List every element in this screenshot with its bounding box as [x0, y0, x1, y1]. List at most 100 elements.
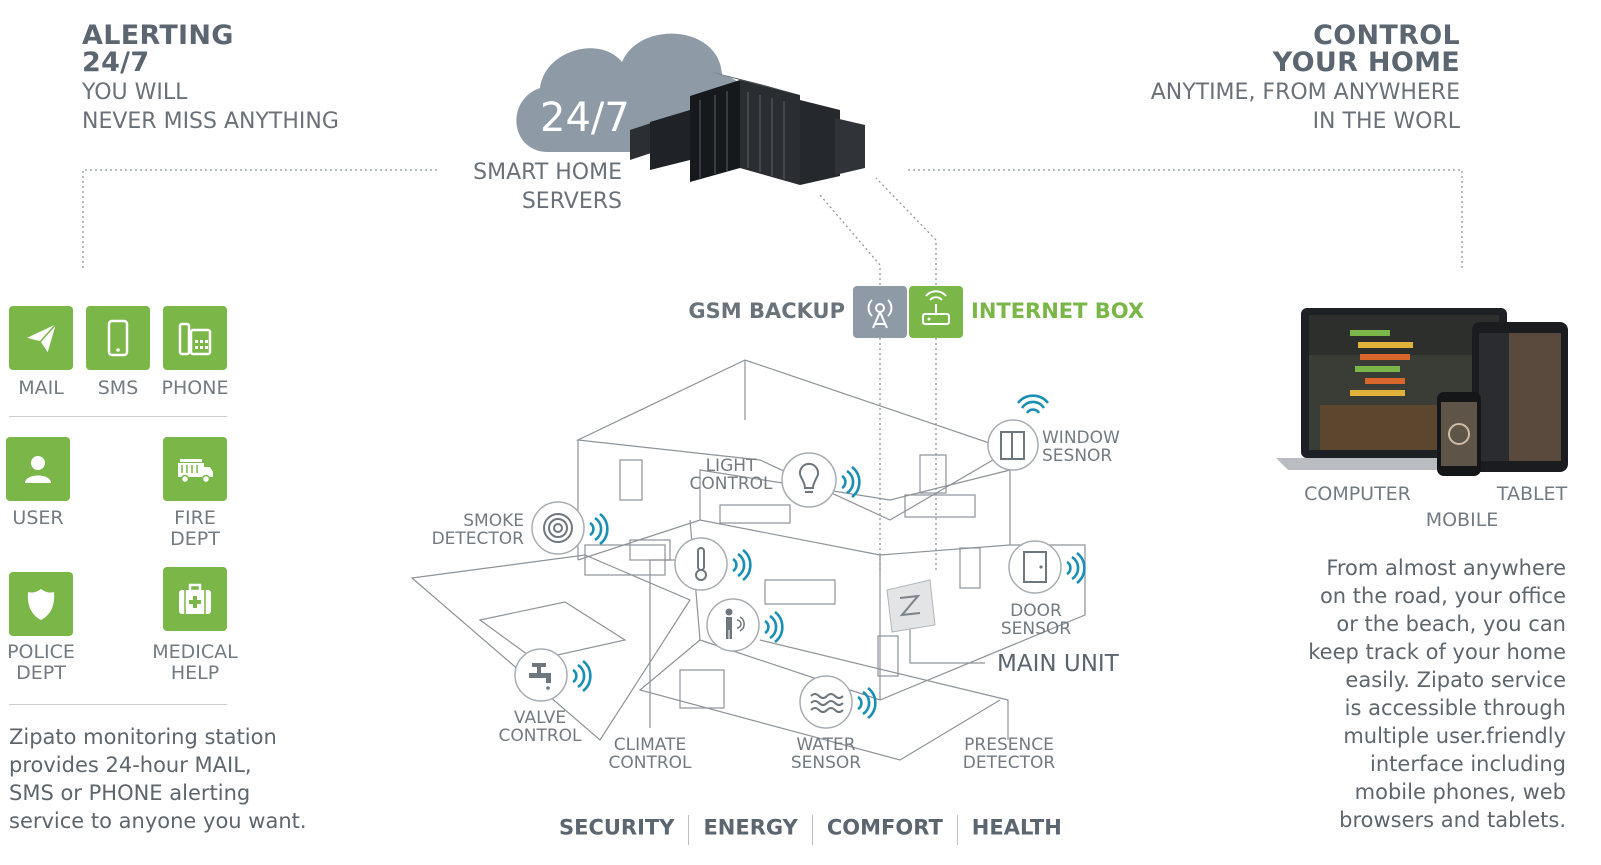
category-divider	[688, 815, 690, 845]
right-description-line10: browsers and tablets.	[1339, 808, 1566, 832]
left-heading: ALERTING 24/7	[82, 22, 234, 76]
smartphone-icon	[107, 319, 129, 357]
medical-kit-icon	[179, 583, 211, 614]
smart-home-servers-label: SMART HOME SERVERS	[440, 158, 622, 216]
climate-control-device	[674, 537, 752, 591]
internet-box-tile[interactable]	[909, 286, 963, 338]
wireless-waves-icon	[856, 686, 877, 720]
smoke-label-line2: DETECTOR	[431, 529, 524, 549]
door-label-line1: DOOR	[1010, 601, 1062, 621]
category-comfort: COMFORT	[826, 815, 943, 840]
medical-help-tile[interactable]	[163, 567, 227, 631]
light-control-device	[781, 452, 861, 508]
presence-detector-label: PRESENCE DETECTOR	[958, 736, 1060, 772]
water-label-line2: SENSOR	[790, 753, 862, 773]
door-label-line2: SENSOR	[1000, 619, 1072, 639]
right-subheading-line2: IN THE WORL	[1312, 109, 1460, 134]
light-label-line1: LIGHT	[705, 456, 757, 476]
main-unit-label: MAIN UNIT	[997, 651, 1119, 677]
right-description-line8: interface including	[1370, 752, 1566, 776]
fire-dept-tile[interactable]	[163, 437, 227, 501]
mobile-label: MOBILE	[1425, 509, 1499, 531]
right-description: From almost anywhere on the road, your o…	[1300, 554, 1566, 834]
internet-box-label: INTERNET BOX	[971, 299, 1145, 323]
mail-tile[interactable]	[9, 306, 73, 370]
climate-label-line1: CLIMATE	[613, 735, 687, 755]
main-unit-device-icon	[886, 579, 936, 633]
left-subheading-line2: NEVER MISS ANYTHING	[82, 109, 339, 134]
tablet-icon	[1472, 322, 1568, 472]
category-security: SECURITY	[559, 815, 675, 840]
door-sensor-device	[1008, 540, 1086, 594]
sms-tile[interactable]	[86, 306, 150, 370]
user-icon	[25, 456, 51, 483]
door-sensor-label: DOOR SENSOR	[992, 602, 1080, 638]
sms-label: SMS	[97, 377, 139, 399]
smoke-detector-icon	[543, 513, 573, 543]
wireless-waves-icon	[763, 610, 784, 644]
faucet-icon	[529, 663, 551, 690]
left-heading-line2: 24/7	[82, 47, 150, 78]
smoke-detector-device	[531, 501, 609, 555]
gsm-backup-label: GSM BACKUP	[688, 299, 845, 323]
left-divider-1	[9, 416, 227, 417]
police-dept-tile[interactable]	[9, 572, 73, 636]
window-label-line1: WINDOW	[1042, 428, 1120, 448]
valve-label-line1: VALVE	[513, 708, 567, 728]
category-health: HEALTH	[971, 815, 1062, 840]
valve-control-label: VALVE CONTROL	[494, 709, 586, 745]
wireless-waves-icon	[1065, 551, 1086, 585]
left-heading-line1: ALERTING	[82, 20, 234, 51]
police-label-line1: POLICE	[7, 641, 75, 663]
window-icon	[1000, 431, 1025, 460]
right-description-line2: on the road, your office	[1319, 584, 1566, 608]
presence-detector-device	[706, 598, 784, 652]
medical-label-line2: HELP	[170, 662, 220, 684]
wireless-waves-icon	[588, 512, 609, 546]
climate-control-label: CLIMATE CONTROL	[604, 736, 696, 772]
presence-label-line1: PRESENCE	[964, 735, 1054, 755]
left-divider-2	[9, 704, 227, 705]
servers-label-line2: SERVERS	[521, 189, 622, 214]
thermometer-icon	[695, 547, 707, 581]
left-subheading-line1: YOU WILL	[82, 80, 188, 105]
left-description-line3: SMS or PHONE alerting	[9, 781, 251, 805]
climate-label-line2: CONTROL	[608, 753, 692, 773]
paper-plane-icon	[22, 321, 59, 356]
right-description-line3: or the beach, you can	[1336, 612, 1566, 636]
mail-label: MAIL	[18, 377, 64, 399]
light-label-line2: CONTROL	[689, 474, 773, 494]
wireless-waves-icon	[571, 659, 592, 693]
flow-lines	[82, 169, 1463, 570]
antenna-icon	[867, 299, 893, 329]
phone-tile[interactable]	[163, 306, 227, 370]
user-tile[interactable]	[6, 437, 70, 501]
right-heading: CONTROL YOUR HOME	[1160, 22, 1460, 76]
phone-label: PHONE	[161, 377, 229, 399]
window-label-line2: SESNOR	[1042, 446, 1113, 466]
cloud-24-7-text: 24/7	[540, 95, 630, 141]
fire-label-line2: DEPT	[170, 528, 220, 550]
right-heading-line1: CONTROL	[1313, 20, 1460, 51]
tablet-label: TABLET	[1496, 483, 1568, 505]
fire-dept-label: FIRE DEPT	[155, 508, 235, 550]
water-sensor-device	[799, 675, 877, 729]
wireless-waves-icon	[731, 548, 752, 582]
fire-label-line1: FIRE	[174, 507, 216, 529]
user-label: USER	[12, 507, 64, 529]
bulb-icon	[799, 462, 819, 493]
smoke-detector-label: SMOKE DETECTOR	[426, 512, 524, 548]
fire-truck-icon	[178, 459, 213, 484]
router-icon	[922, 290, 950, 325]
right-description-line1: From almost anywhere	[1326, 556, 1566, 580]
light-control-label: LIGHT CONTROL	[686, 457, 776, 493]
category-divider	[811, 815, 813, 845]
right-description-line4: keep track of your home	[1308, 640, 1566, 664]
person-motion-icon	[725, 608, 745, 639]
water-label-line1: WATER	[796, 735, 856, 755]
gsm-backup-tile[interactable]	[853, 286, 907, 338]
medical-label-line1: MEDICAL	[152, 641, 238, 663]
presence-label-line2: DETECTOR	[962, 753, 1056, 773]
